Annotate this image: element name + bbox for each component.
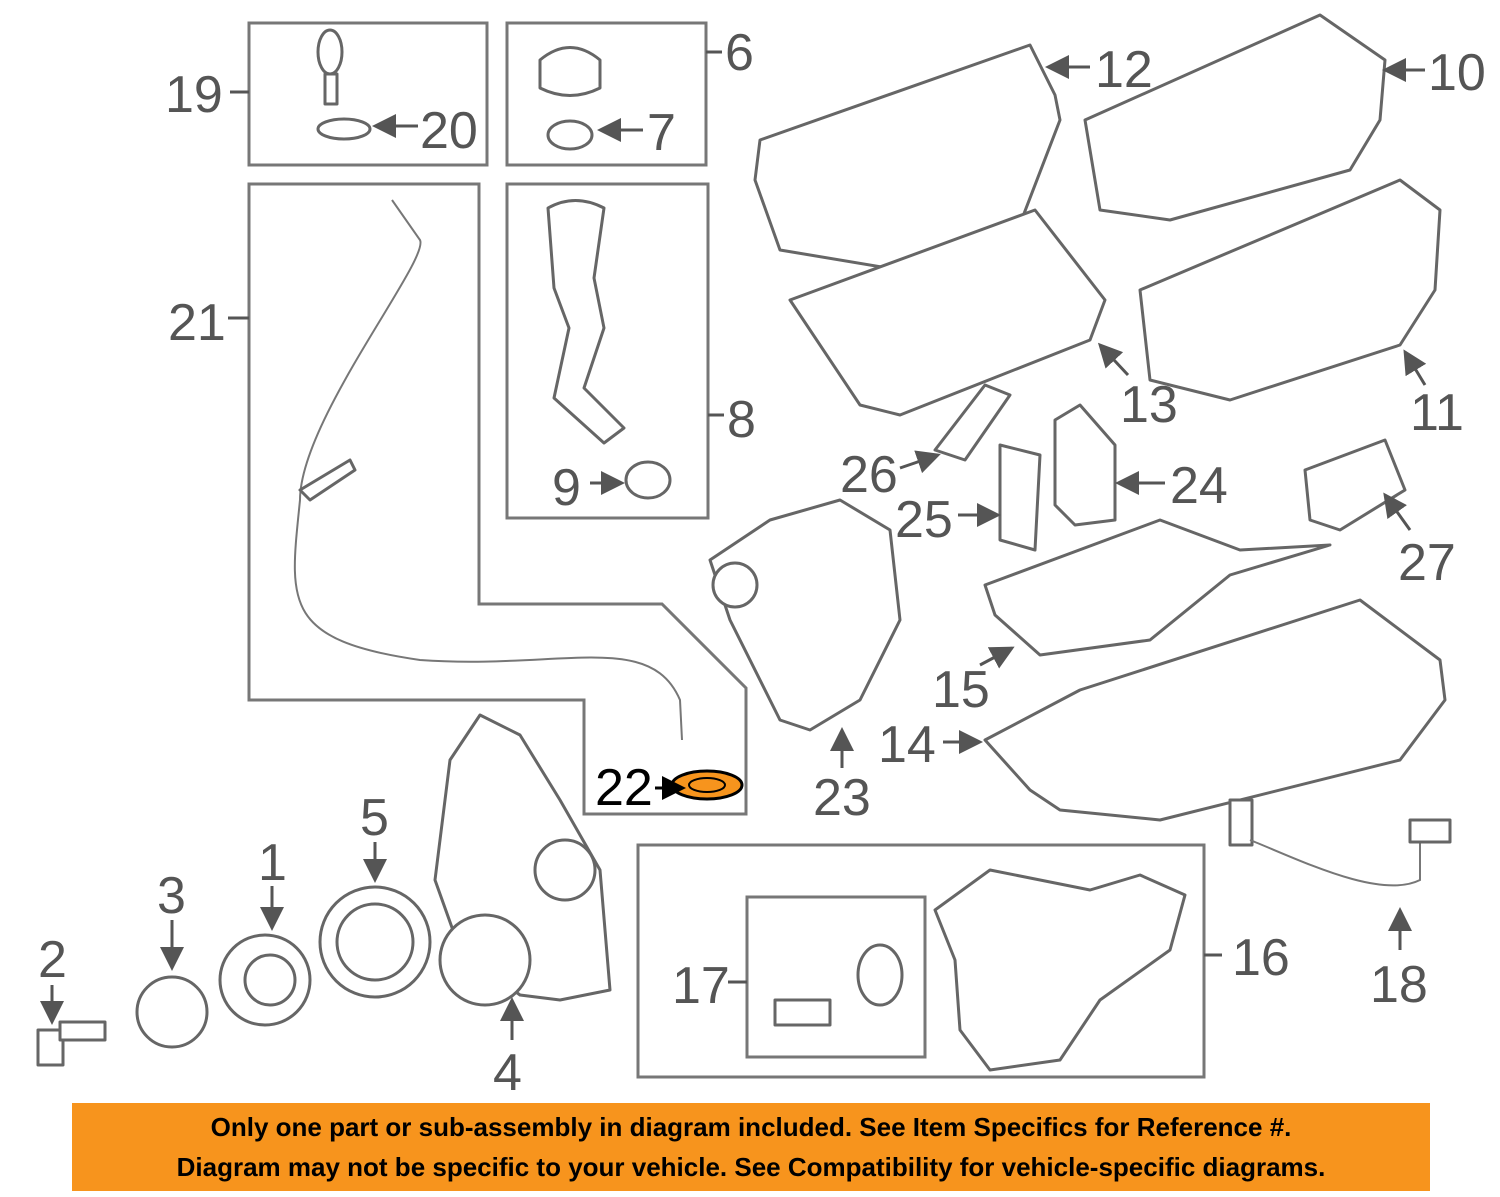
gasket-part-13 — [788, 208, 1107, 417]
seal-part-22 — [670, 769, 744, 801]
callout-17: 17 — [672, 957, 730, 1015]
callout-8: 8 — [727, 391, 756, 449]
intake-manifold-part-10 — [1083, 13, 1387, 222]
callout-9: 9 — [552, 459, 581, 517]
callout-27: 27 — [1398, 534, 1456, 592]
callout-10: 10 — [1428, 44, 1486, 102]
box-21-22 — [247, 182, 748, 816]
pulley-part-1 — [218, 933, 312, 1027]
oil-filter-part-27 — [1303, 438, 1407, 532]
bolt-part-2 — [36, 1020, 107, 1067]
callout-20: 20 — [420, 102, 478, 160]
front-cover-part-4 — [433, 713, 612, 1007]
banner-line-1: Only one part or sub-assembly in diagram… — [210, 1112, 1292, 1142]
callout-1: 1 — [258, 834, 287, 892]
oil-pan-part-16 — [933, 868, 1187, 1072]
seal-inner-ring — [688, 777, 726, 793]
callout-19: 19 — [165, 66, 223, 124]
drain-plug-part-17 — [773, 943, 904, 1027]
callout-14: 14 — [878, 716, 936, 774]
leader-lines — [40, 50, 1427, 1040]
disclaimer-banner: Only one part or sub-assembly in diagram… — [72, 1103, 1430, 1191]
callout-22: 22 — [595, 759, 653, 817]
box-17 — [745, 895, 927, 1059]
callout-13: 13 — [1120, 376, 1178, 434]
callout-23: 23 — [813, 769, 871, 827]
callout-15: 15 — [932, 661, 990, 719]
oil-cap-part-7 — [538, 46, 602, 151]
callout-16: 16 — [1232, 929, 1290, 987]
box-8-9 — [505, 182, 710, 520]
callout-5: 5 — [360, 789, 389, 847]
callout-11: 11 — [1410, 384, 1464, 442]
callout-2: 2 — [38, 931, 67, 989]
box-6-7 — [505, 21, 708, 167]
callout-26: 26 — [840, 446, 898, 504]
seal-part-5 — [318, 885, 432, 999]
callout-6: 6 — [725, 24, 754, 82]
gasket-part-26 — [933, 383, 1012, 462]
dipstick-tube-part-21 — [293, 199, 683, 741]
windage-tray-part-15 — [983, 518, 1332, 657]
filler-tube-part-8 — [546, 199, 672, 500]
callout-18: 18 — [1370, 956, 1428, 1014]
callout-12: 12 — [1095, 41, 1153, 99]
callout-24: 24 — [1170, 457, 1228, 515]
sensor-part-18 — [1228, 798, 1452, 887]
dipstick-part-20 — [316, 28, 372, 141]
box-16-17 — [636, 843, 1206, 1079]
box-19-20 — [247, 21, 489, 167]
callout-7: 7 — [647, 104, 676, 162]
callout-3: 3 — [157, 867, 186, 925]
banner-line-2: Diagram may not be specific to your vehi… — [176, 1152, 1326, 1182]
callout-25: 25 — [895, 491, 953, 549]
cover-part-24 — [1053, 403, 1117, 527]
spacer-part-3 — [135, 975, 209, 1049]
callout-21: 21 — [168, 294, 226, 352]
callout-4: 4 — [493, 1044, 522, 1102]
gasket-part-25 — [998, 443, 1042, 552]
manifold-lower-part-11 — [1138, 178, 1442, 402]
oil-pan-part-14 — [983, 598, 1447, 822]
oil-pump-part-23 — [708, 498, 902, 732]
